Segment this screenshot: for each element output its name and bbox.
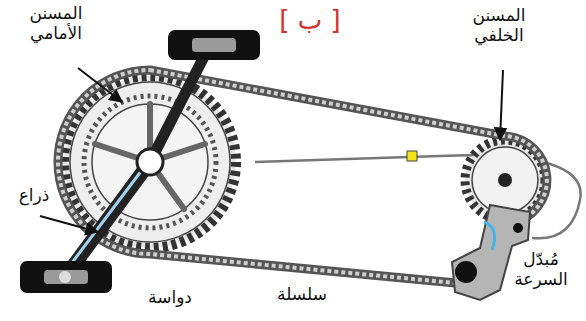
part-name: سلسلة bbox=[262, 285, 342, 305]
part-name: مُبدّل السرعة bbox=[500, 250, 582, 289]
part-name: المسنن الخلفي bbox=[455, 6, 543, 45]
part-name: ذراع bbox=[4, 186, 64, 206]
leader-line bbox=[40, 68, 503, 232]
part-name: دواسة bbox=[130, 288, 210, 308]
crank bbox=[65, 45, 210, 277]
panel-letter: [ ب ] bbox=[270, 6, 350, 36]
cable-clamp bbox=[407, 151, 417, 161]
pedal bbox=[20, 30, 260, 293]
part-name: المسنن الأمامي bbox=[12, 4, 100, 43]
front-sprocket bbox=[64, 76, 236, 248]
